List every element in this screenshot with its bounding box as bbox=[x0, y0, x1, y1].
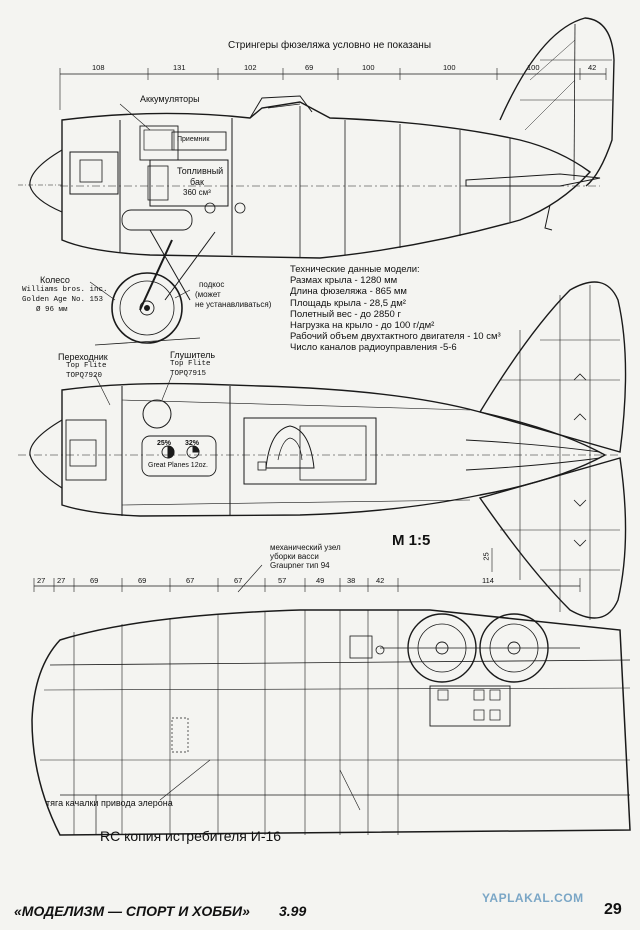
retract-mech-3: Graupner тип 94 bbox=[270, 561, 330, 570]
strut-note-2: не устанавливаться) bbox=[195, 300, 272, 309]
drawing-caption: RC копия истребителя И-16 bbox=[100, 828, 282, 844]
muffler-title: Глушитель bbox=[170, 350, 216, 360]
page-number: 29 bbox=[604, 901, 622, 918]
side-dim-4: 69 bbox=[305, 63, 314, 72]
issue-number: 3.99 bbox=[279, 903, 307, 919]
wing-dim-9: 38 bbox=[347, 576, 356, 585]
spec-engine-volume: Рабочий объем двухтактного двигателя - 1… bbox=[290, 331, 501, 343]
side-dim-3: 102 bbox=[244, 63, 257, 72]
strut-note-1: (может bbox=[195, 290, 221, 299]
side-dim-1: 108 bbox=[92, 63, 105, 72]
wheel-model: Golden Age No. 153 bbox=[22, 296, 104, 304]
wing-dim-4: 69 bbox=[138, 576, 147, 585]
magazine-name: «МОДЕЛИЗМ — СПОРТ И ХОББИ» bbox=[14, 903, 250, 919]
tank-label-2: бак bbox=[190, 177, 204, 187]
spec-wingspan: Размах крыла - 1280 мм bbox=[290, 275, 398, 287]
tech-specs: Технические данные модели: Размах крыла … bbox=[290, 264, 501, 354]
side-dim-2: 131 bbox=[173, 63, 186, 72]
tank-label-1: Топливный bbox=[177, 166, 224, 176]
wheel-title: Колесо bbox=[40, 275, 70, 285]
adapter-maker: Top Flite bbox=[66, 362, 107, 370]
batteries-label: Аккумуляторы bbox=[140, 94, 200, 104]
wing-dim-5: 67 bbox=[186, 576, 195, 585]
adapter-title: Переходник bbox=[58, 352, 108, 362]
muffler-maker: Top Flite bbox=[170, 360, 211, 368]
side-dim-8: 42 bbox=[588, 63, 597, 72]
wing-dim-6: 67 bbox=[234, 576, 243, 585]
wing-dim-11: 114 bbox=[482, 576, 494, 585]
side-view-fuselage bbox=[18, 17, 615, 346]
wheel-maker: Williams bros. inc. bbox=[22, 286, 108, 294]
top-view-fuselage bbox=[18, 281, 627, 620]
fuselage-stringers-note: Стрингеры фюзеляжа условно не показаны bbox=[228, 40, 432, 51]
wing-planform bbox=[31, 564, 631, 836]
wing-dim-8: 49 bbox=[316, 576, 325, 585]
spec-fuselage-length: Длина фюзеляжа - 865 мм bbox=[290, 286, 407, 298]
prop-pct-2: 32% bbox=[185, 440, 200, 447]
spec-radio-channels: Число каналов радиоуправления -5-6 bbox=[290, 342, 457, 354]
wheel-diameter: Ø 96 мм bbox=[36, 306, 68, 314]
wing-dim-2: 27 bbox=[57, 576, 66, 585]
adapter-part: TOPQ7920 bbox=[66, 372, 103, 380]
retract-mech-1: механический узел bbox=[270, 543, 341, 552]
wing-dim-1: 27 bbox=[37, 576, 46, 585]
receiver-label: Приемник bbox=[177, 136, 210, 143]
side-dim-7: 100 bbox=[527, 63, 540, 72]
specs-title: Технические данные модели: bbox=[290, 264, 420, 275]
tail-dim: 25 bbox=[481, 552, 491, 561]
wing-dim-10: 42 bbox=[376, 576, 385, 585]
side-dim-6: 100 bbox=[443, 63, 456, 72]
wing-dim-3: 69 bbox=[90, 576, 99, 585]
aileron-rod-label: тяга качалки привода элерона bbox=[46, 798, 173, 808]
spec-flight-weight: Полетный вес - до 2850 г bbox=[290, 308, 401, 320]
prop-pct-1: 25% bbox=[157, 440, 172, 447]
side-dim-5: 100 bbox=[362, 63, 375, 72]
tank-volume: 360 см³ bbox=[183, 188, 211, 197]
scale-label: М 1:5 bbox=[392, 532, 431, 549]
spec-wing-area: Площадь крыла - 28,5 дм² bbox=[290, 297, 406, 309]
wing-dim-7: 57 bbox=[278, 576, 287, 585]
strut-title: подкос bbox=[199, 280, 225, 289]
retract-mech-2: уборки васси bbox=[270, 552, 319, 561]
muffler-part: TOPQ7915 bbox=[170, 370, 207, 378]
watermark: YAPLAKAL.COM bbox=[482, 891, 584, 905]
spec-wing-loading: Нагрузка на крыло - до 100 г/дм² bbox=[290, 320, 435, 332]
prop-brand: Great Planes 12oz. bbox=[148, 462, 208, 469]
